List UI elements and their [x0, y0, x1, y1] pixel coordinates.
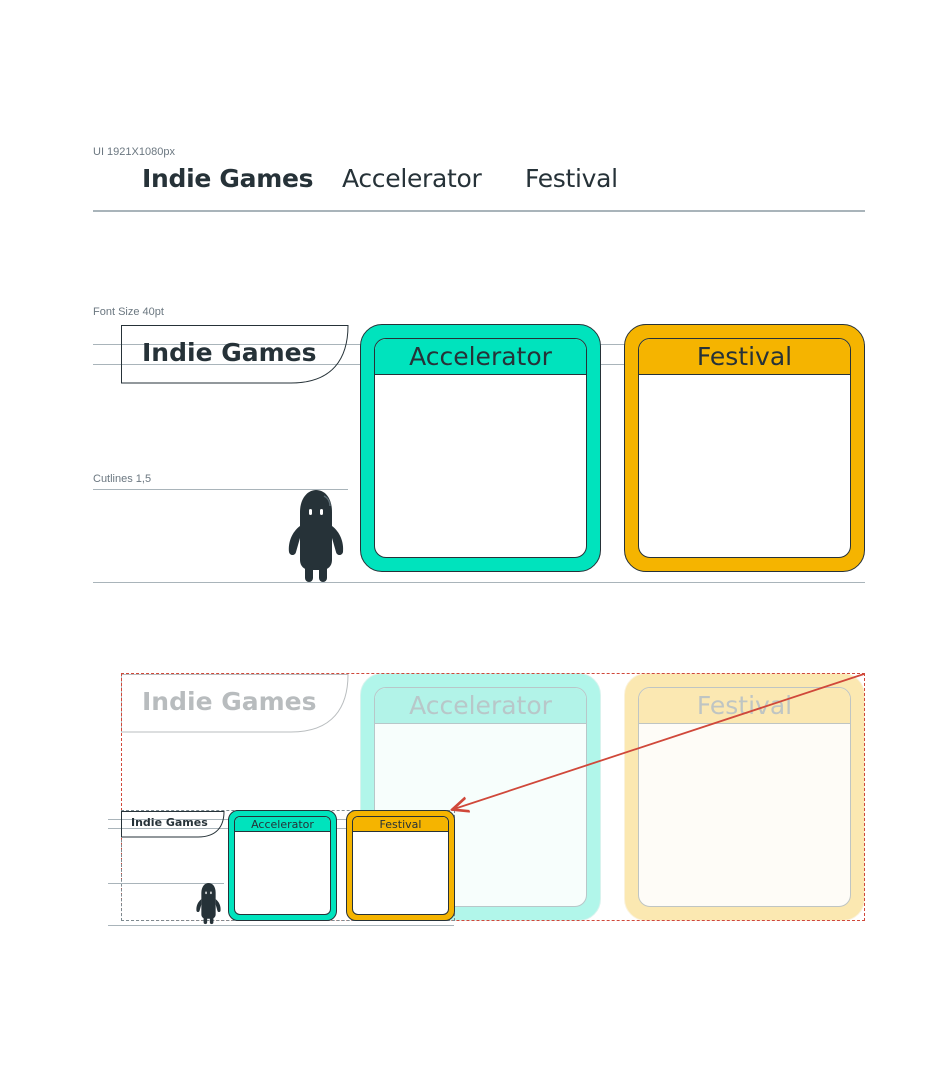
festival-card-body-small: Festival [352, 816, 449, 915]
small-baseline-guide [108, 925, 454, 926]
festival-card-body-faded: Festival [638, 687, 851, 907]
indie-tab-outline-small [121, 811, 225, 838]
indie-tab-outline [121, 325, 349, 384]
nav-item-accelerator[interactable]: Accelerator [342, 164, 482, 193]
festival-card-header-faded: Festival [639, 688, 850, 724]
accelerator-card-body-small: Accelerator [234, 816, 331, 915]
android-mascot-icon [288, 490, 344, 582]
baseline-guide [93, 582, 865, 583]
indie-tab-label-faded: Indie Games [142, 687, 317, 716]
nav-item-indie-games[interactable]: Indie Games [142, 164, 314, 193]
full-size-bounds [121, 673, 865, 921]
font-size-caption: Font Size 40pt [93, 306, 164, 318]
festival-card-header-small: Festival [353, 817, 448, 832]
festival-card-body: Festival [638, 338, 851, 558]
accelerator-card-header-small: Accelerator [235, 817, 330, 832]
accelerator-card-header-faded: Accelerator [375, 688, 586, 724]
header-divider [93, 210, 865, 212]
small-cutline-guide [108, 883, 224, 884]
android-mascot-icon-small [196, 883, 221, 925]
cutlines-caption: Cutlines 1,5 [93, 473, 152, 485]
accelerator-card-body-faded: Accelerator [374, 687, 587, 907]
festival-card-header: Festival [639, 339, 850, 375]
indie-tab-outline-faded [121, 674, 349, 733]
indie-tab-label-small: Indie Games [131, 816, 208, 829]
ui-size-caption: UI 1921X1080px [93, 146, 175, 158]
cutline-guide [93, 489, 348, 490]
indie-tab-label: Indie Games [142, 338, 317, 367]
accelerator-card-header: Accelerator [375, 339, 586, 375]
nav-item-festival[interactable]: Festival [525, 164, 618, 193]
accelerator-card-body: Accelerator [374, 338, 587, 558]
